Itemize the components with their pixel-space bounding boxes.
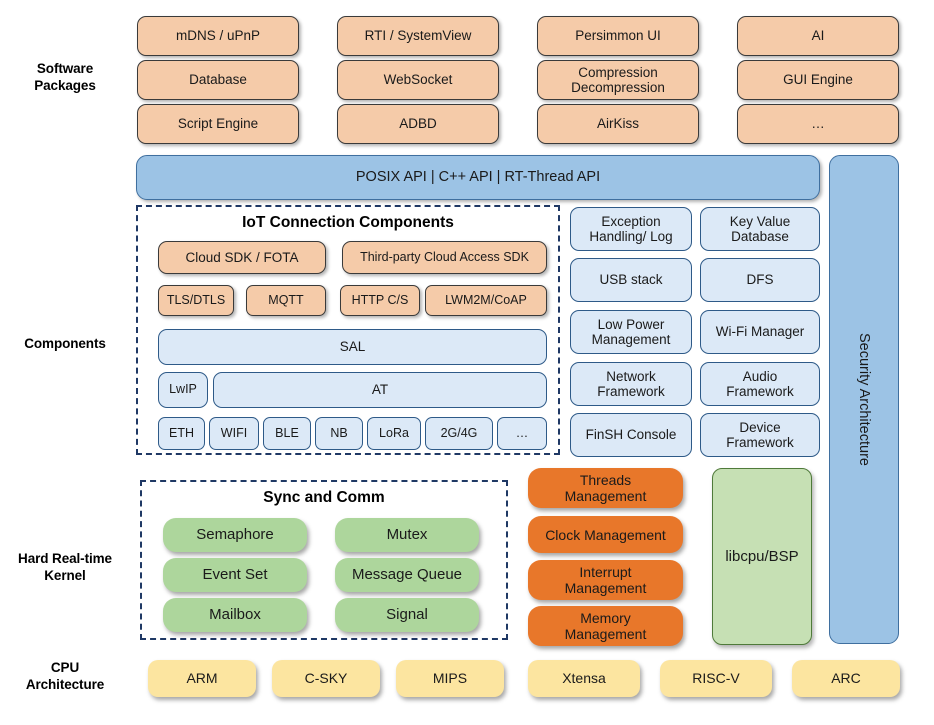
lwip-box[interactable]: LwIP [158, 372, 208, 408]
iot-protocol-box[interactable]: HTTP C/S [340, 285, 420, 316]
link-box[interactable]: BLE [263, 417, 311, 450]
cpu-arch-box[interactable]: Xtensa [528, 660, 640, 697]
component-box[interactable]: Network Framework [570, 362, 692, 406]
component-box[interactable]: Key Value Database [700, 207, 820, 251]
component-box[interactable]: USB stack [570, 258, 692, 302]
component-box[interactable]: Wi-Fi Manager [700, 310, 820, 354]
cpu-arch-box[interactable]: RISC-V [660, 660, 772, 697]
kernel-management-box[interactable]: Threads Management [528, 468, 683, 508]
libcpu-bsp-box[interactable]: libcpu/BSP [712, 468, 812, 645]
cpu-arch-box[interactable]: C-SKY [272, 660, 380, 697]
kernel-sync-box[interactable]: Mailbox [163, 598, 307, 632]
link-box[interactable]: LoRa [367, 417, 421, 450]
kernel-sync-box[interactable]: Signal [335, 598, 479, 632]
row-label-software-packages: Software Packages [0, 55, 130, 99]
row-label-components: Components [24, 335, 106, 351]
sal-box[interactable]: SAL [158, 329, 547, 365]
package-box[interactable]: Persimmon UI [537, 16, 699, 56]
package-box[interactable]: Database [137, 60, 299, 100]
iot-cloud-box[interactable]: Third-party Cloud Access SDK [342, 241, 547, 274]
component-box[interactable]: DFS [700, 258, 820, 302]
component-box[interactable]: FinSH Console [570, 413, 692, 457]
iot-cloud-box[interactable]: Cloud SDK / FOTA [158, 241, 326, 274]
row-label-cpu-line2: Architecture [25, 677, 105, 692]
package-box[interactable]: RTI / SystemView [337, 16, 499, 56]
package-box[interactable]: WebSocket [337, 60, 499, 100]
iot-protocol-box[interactable]: LWM2M/CoAP [425, 285, 547, 316]
kernel-sync-box[interactable]: Semaphore [163, 518, 307, 552]
row-label-software-packages-line2: Packages [34, 78, 96, 93]
link-box[interactable]: 2G/4G [425, 417, 493, 450]
row-label-cpu: CPU Architecture [0, 654, 130, 698]
kernel-sync-box[interactable]: Event Set [163, 558, 307, 592]
package-box[interactable]: ADBD [337, 104, 499, 144]
row-label-kernel-line2: Kernel [44, 568, 86, 583]
cpu-arch-box[interactable]: ARC [792, 660, 900, 697]
iot-connection-components-group [136, 205, 560, 455]
component-box[interactable]: Exception Handling/ Log [570, 207, 692, 251]
package-box[interactable]: GUI Engine [737, 60, 899, 100]
package-box[interactable]: … [737, 104, 899, 144]
security-architecture-bar[interactable]: Security Architecture [829, 155, 899, 644]
sync-group-title-text: Sync and Comm [263, 489, 385, 506]
row-label-software-packages-line1: Software [36, 61, 94, 76]
kernel-sync-box[interactable]: Mutex [335, 518, 479, 552]
cpu-arch-box[interactable]: MIPS [396, 660, 504, 697]
sync-group-title: Sync and Comm [140, 489, 508, 511]
package-box[interactable]: AirKiss [537, 104, 699, 144]
iot-group-title: IoT Connection Components [136, 214, 560, 236]
kernel-sync-box[interactable]: Message Queue [335, 558, 479, 592]
kernel-management-box[interactable]: Memory Management [528, 606, 683, 646]
security-architecture-label: Security Architecture [856, 333, 872, 466]
row-label-kernel: Hard Real-time Kernel [0, 545, 130, 589]
at-box[interactable]: AT [213, 372, 547, 408]
link-box[interactable]: … [497, 417, 547, 450]
iot-group-title-text: IoT Connection Components [242, 214, 454, 231]
package-box[interactable]: Compression Decompression [537, 60, 699, 100]
component-box[interactable]: Audio Framework [700, 362, 820, 406]
kernel-management-box[interactable]: Clock Management [528, 516, 683, 553]
link-box[interactable]: WIFI [209, 417, 259, 450]
component-box[interactable]: Low Power Management [570, 310, 692, 354]
link-box[interactable]: NB [315, 417, 363, 450]
kernel-management-box[interactable]: Interrupt Management [528, 560, 683, 600]
api-bar[interactable]: POSIX API | C++ API | RT-Thread API [136, 155, 820, 200]
iot-protocol-box[interactable]: MQTT [246, 285, 326, 316]
row-label-cpu-line1: CPU [50, 660, 80, 675]
sync-and-comm-group [140, 480, 508, 640]
cpu-arch-box[interactable]: ARM [148, 660, 256, 697]
link-box[interactable]: ETH [158, 417, 205, 450]
iot-protocol-box[interactable]: TLS/DTLS [158, 285, 234, 316]
row-label-kernel-line1: Hard Real-time [18, 551, 112, 566]
component-box[interactable]: Device Framework [700, 413, 820, 457]
package-box[interactable]: AI [737, 16, 899, 56]
package-box[interactable]: Script Engine [137, 104, 299, 144]
package-box[interactable]: mDNS / uPnP [137, 16, 299, 56]
